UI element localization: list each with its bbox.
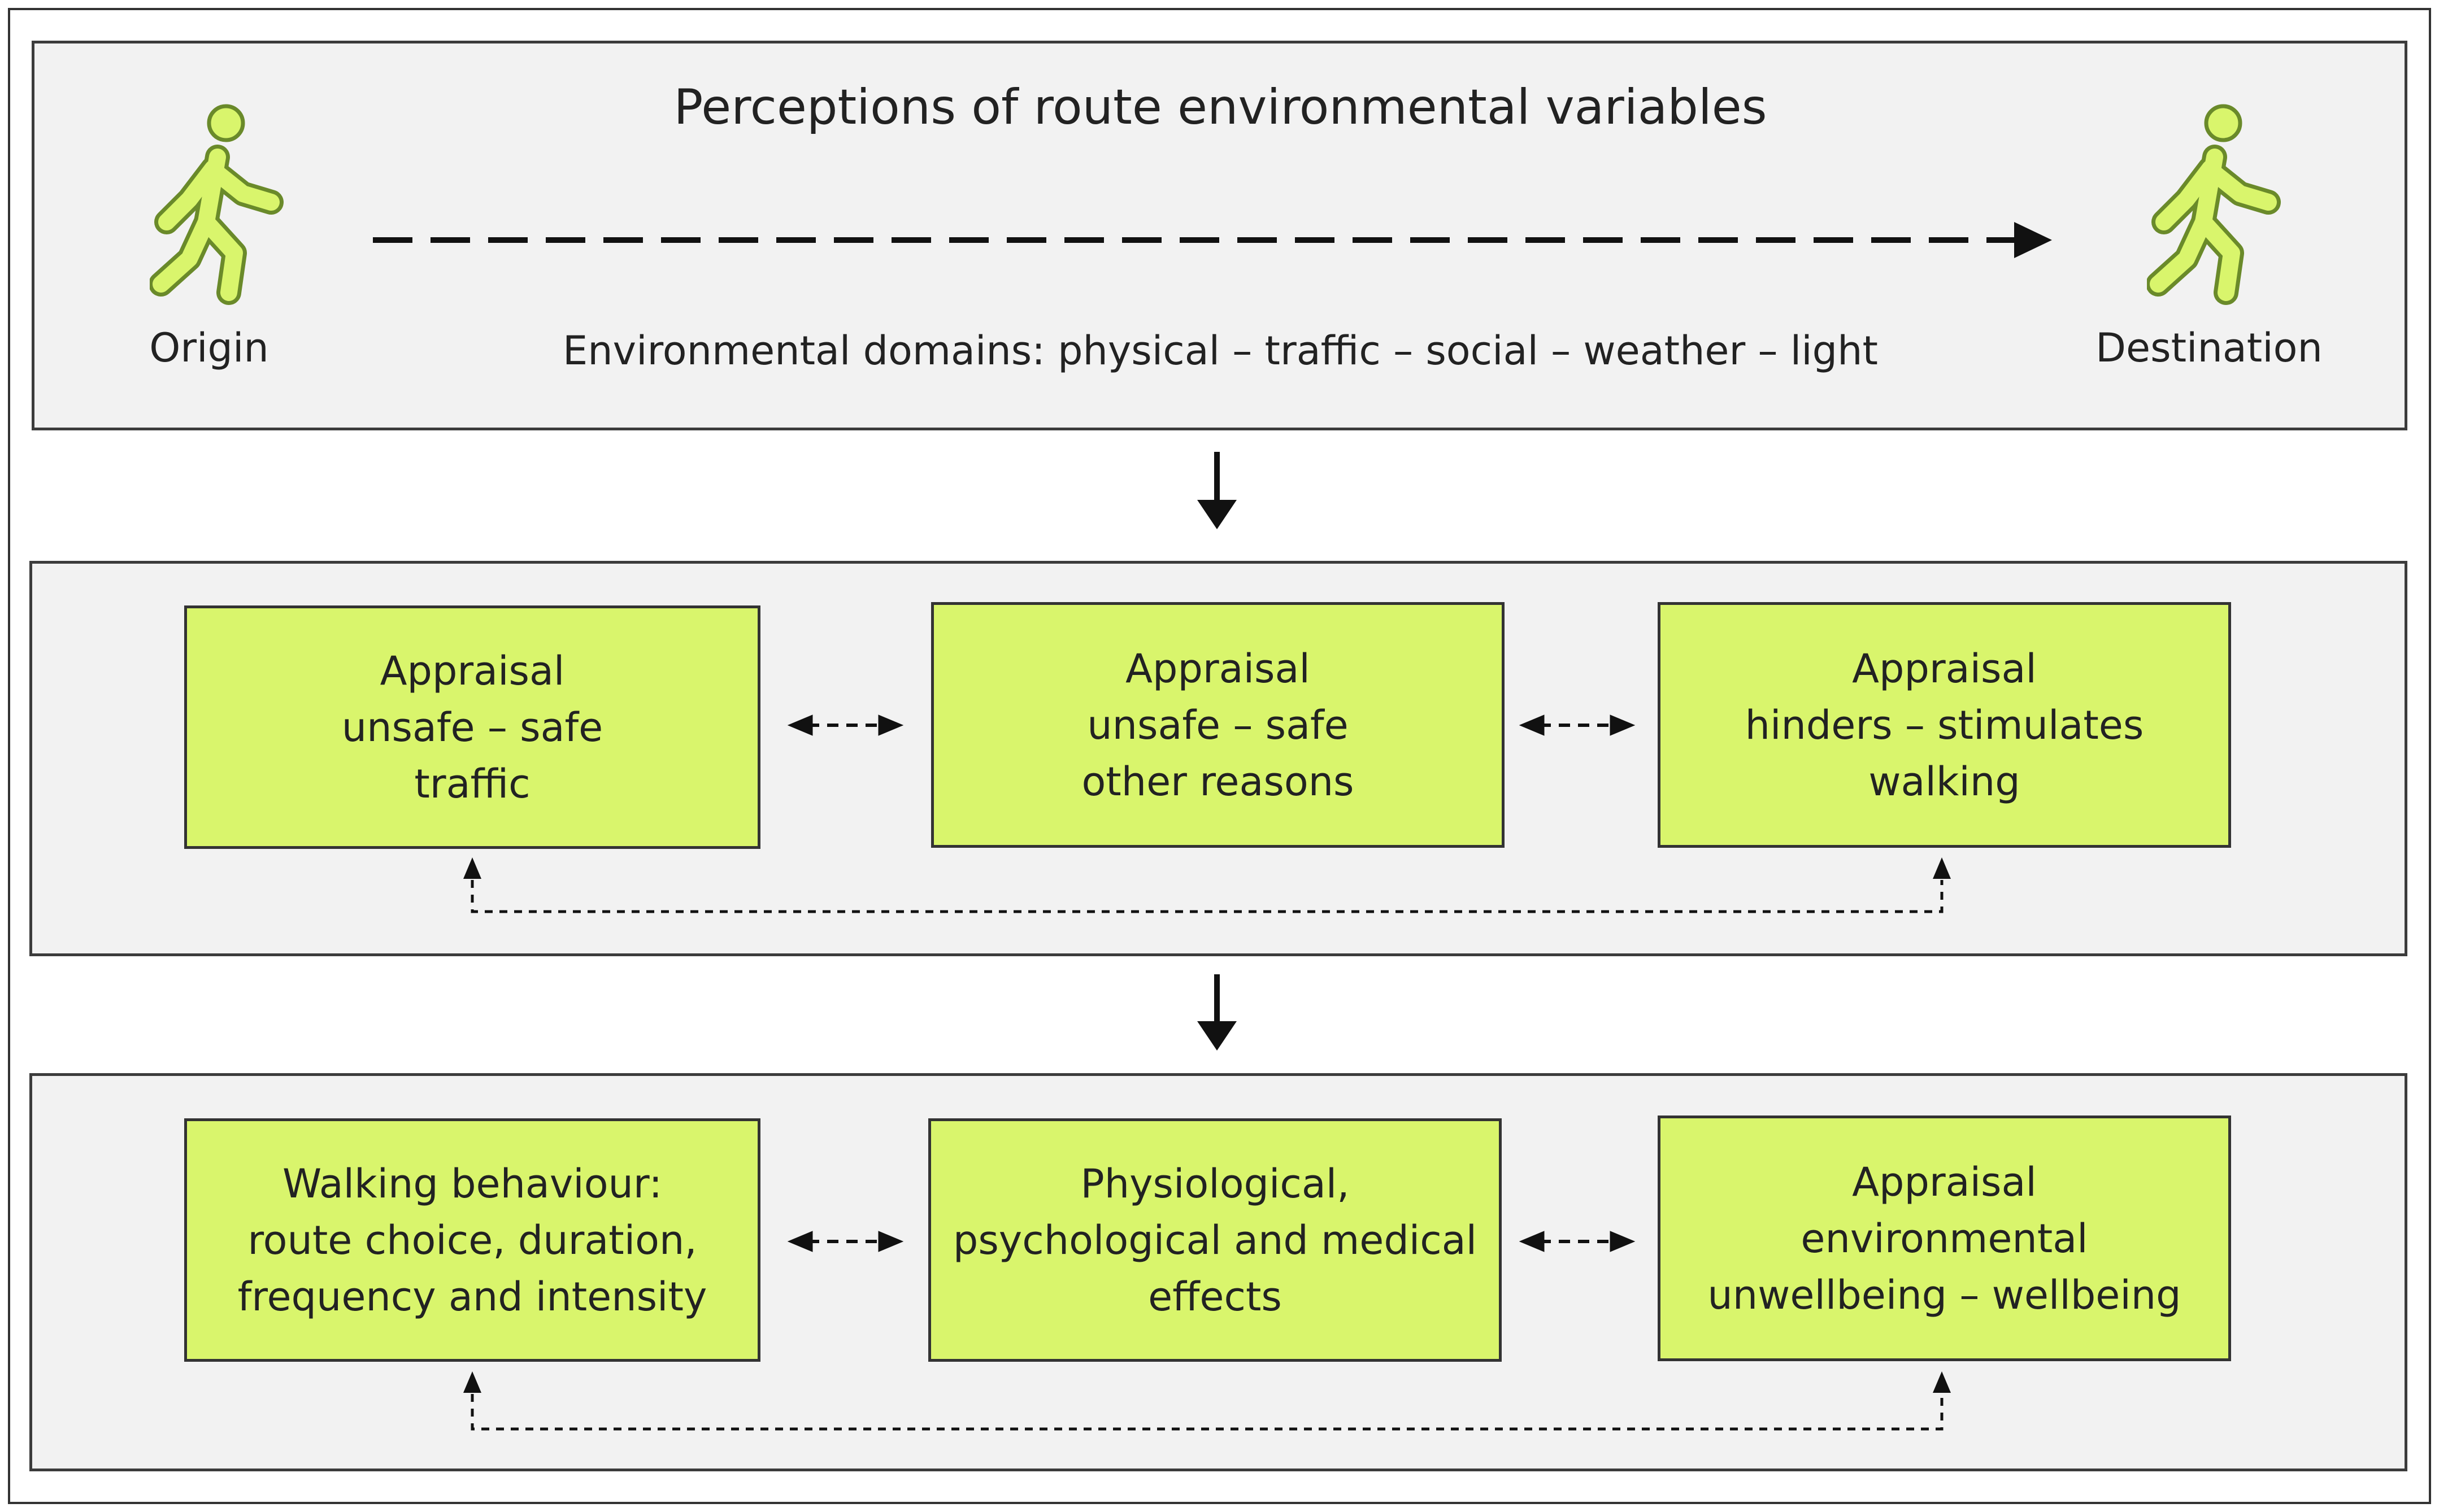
box-line: unwellbeing – wellbeing [1707,1271,2181,1318]
environmental-wellbeing-box: Appraisal environmental unwellbeing – we… [1658,1116,2231,1361]
box-line: unsafe – safe [1087,701,1349,748]
box-line: Appraisal [1125,645,1310,692]
box-line: Appraisal [1852,1158,2037,1205]
destination-label: Destination [2095,325,2323,371]
walking-behaviour-box: Walking behaviour: route choice, duratio… [184,1118,760,1362]
box-line: Appraisal [380,647,565,694]
perceptions-panel [32,41,2407,430]
walking-person-origin-icon [150,104,284,305]
box-line: route choice, duration, [247,1217,697,1263]
environmental-domains-text: Environmental domains: physical – traffi… [563,328,1878,374]
box-line: Physiological, [1080,1160,1350,1207]
physiological-effects-box: Physiological, psychological and medical… [928,1118,1502,1362]
perceptions-title: Perceptions of route environmental varia… [673,79,1767,136]
box-line: traffic [414,760,531,807]
origin-label: Origin [149,325,269,371]
appraisal-walking-box: Appraisal hinders – stimulates walking [1658,602,2231,848]
box-line: other reasons [1081,758,1354,805]
box-line: Appraisal [1852,645,2037,692]
appraisal-traffic-safety-box: Appraisal unsafe – safe traffic [184,605,760,849]
box-line: psychological and medical [953,1217,1477,1263]
box-line: effects [1148,1273,1282,1320]
box-line: Walking behaviour: [282,1160,663,1207]
box-line: hinders – stimulates [1745,701,2144,748]
box-line: walking [1868,758,2020,805]
appraisal-other-safety-box: Appraisal unsafe – safe other reasons [931,602,1505,848]
box-line: environmental [1801,1215,2088,1262]
box-line: frequency and intensity [237,1273,707,1320]
box-line: unsafe – safe [341,704,603,751]
walking-person-destination-icon [2147,104,2281,305]
